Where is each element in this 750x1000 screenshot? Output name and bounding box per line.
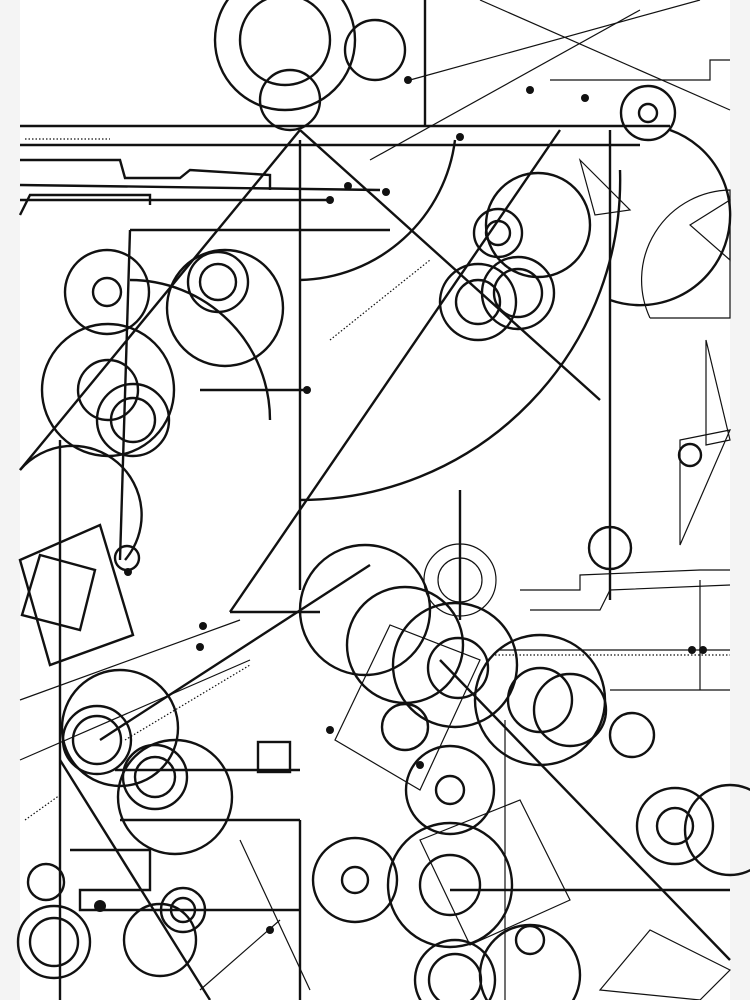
print-paper (20, 0, 730, 1000)
circles (16, 0, 750, 1000)
arcs (19, 128, 732, 561)
dots (94, 76, 707, 934)
thin-details (18, 0, 732, 1000)
major-lines (19, 0, 731, 1000)
